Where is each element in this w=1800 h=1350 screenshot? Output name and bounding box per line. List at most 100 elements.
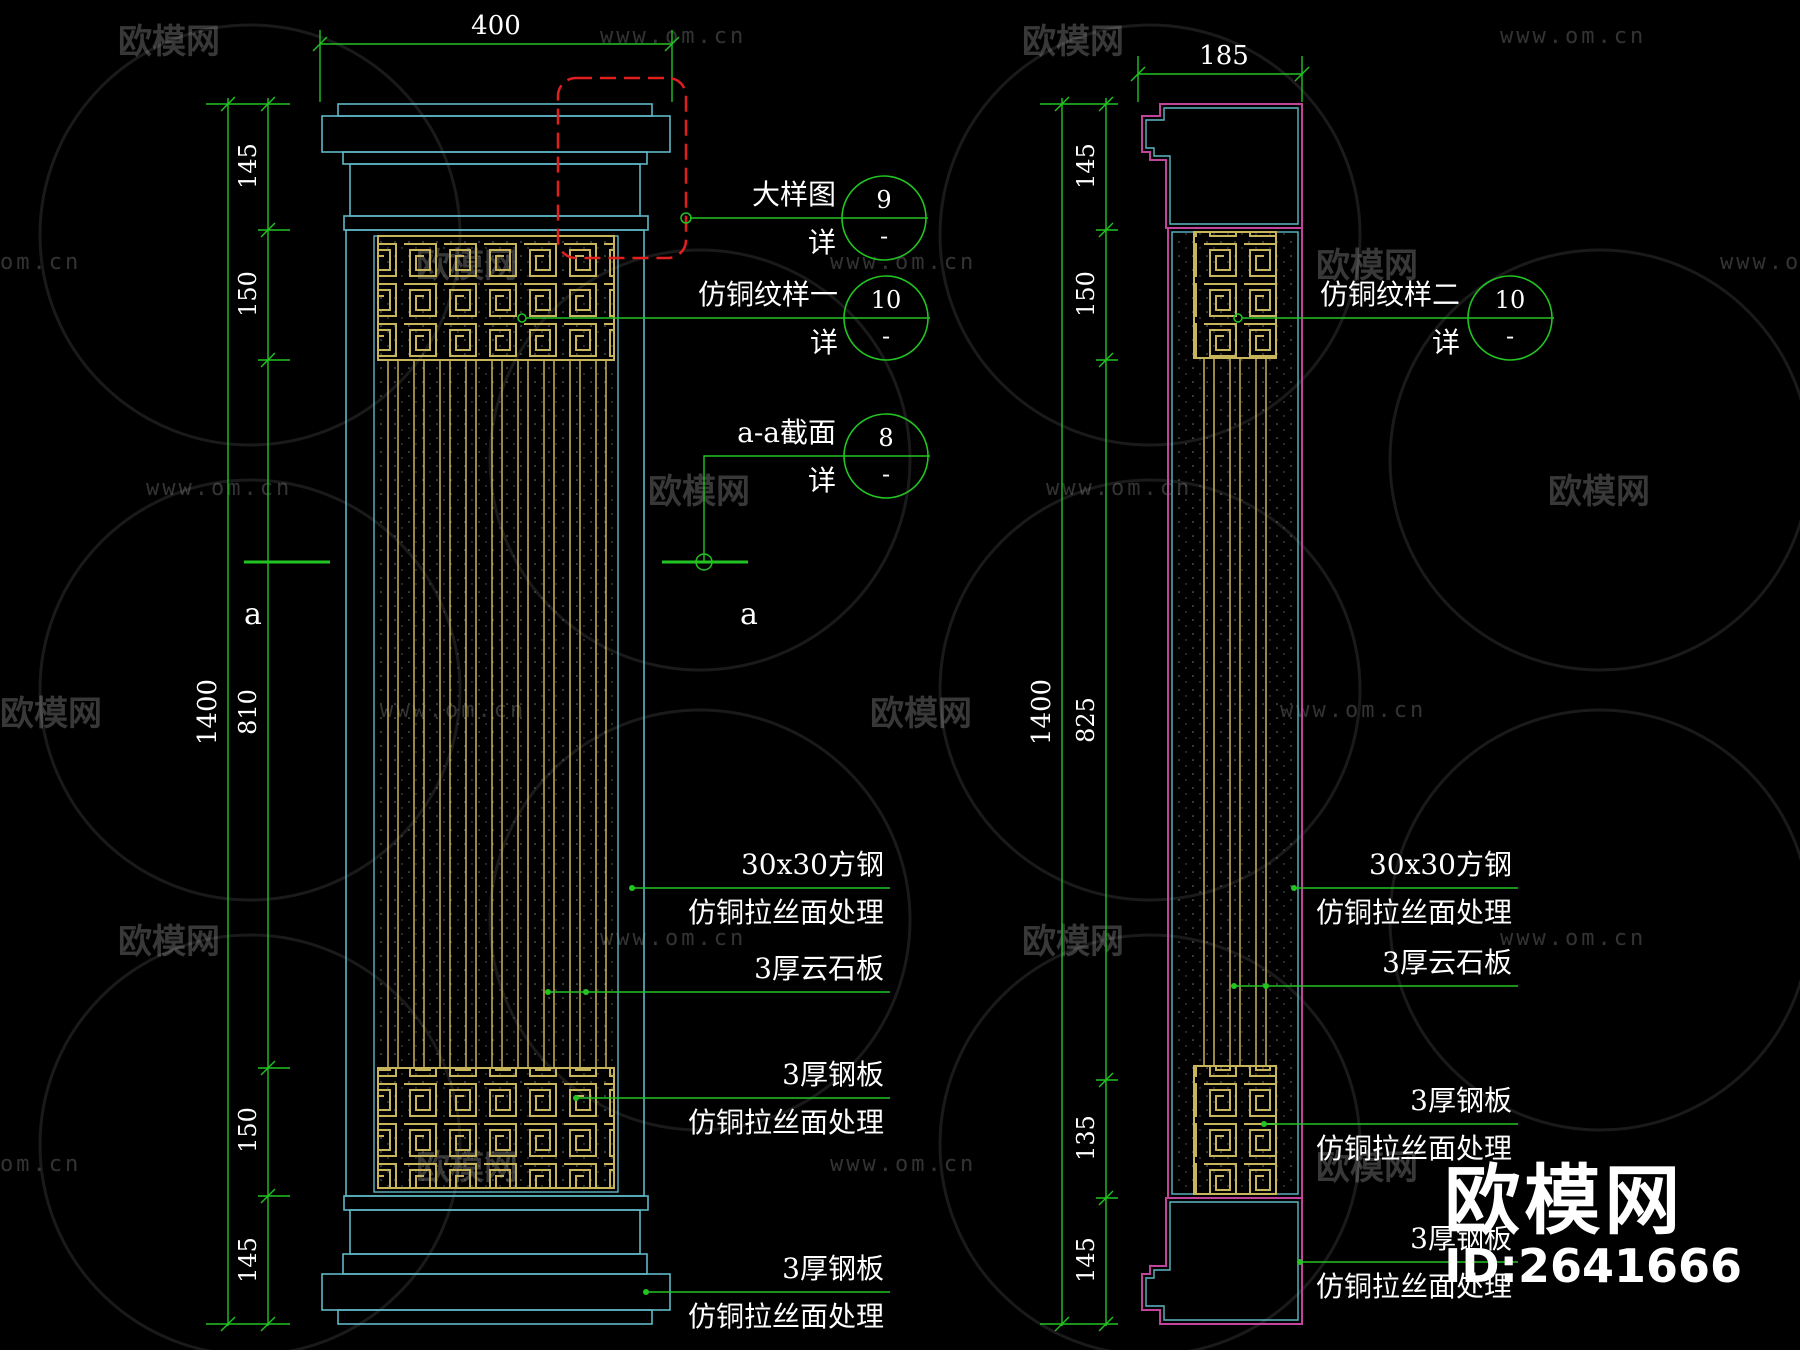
height-dimension-chain: [206, 96, 290, 1332]
material-note: 3厚云石板: [545, 952, 890, 995]
callout-number: 10: [1495, 286, 1526, 314]
watermark-url: om.cn: [0, 250, 82, 275]
callout-denominator: -: [880, 222, 888, 250]
note-line1: 30x30方钢: [741, 848, 884, 881]
callout-label: 大样图: [752, 178, 836, 211]
detail-callout: 10 - 仿铜纹样二 详: [1233, 275, 1554, 361]
column-shaft: [345, 229, 645, 1197]
callout-sub: 详: [810, 326, 838, 359]
section-callout: 8 - a-a截面 详: [695, 413, 930, 571]
note-line1: 3厚钢板: [782, 1252, 884, 1285]
note-line2: 仿铜拉丝面处理: [1316, 1132, 1512, 1165]
segment-dimension: 135: [1072, 1115, 1100, 1161]
watermark-url: www.om.cn: [1500, 926, 1647, 951]
watermark-url: www.om.cn: [146, 476, 293, 501]
segment-dimension: 810: [234, 689, 262, 735]
column-base: [321, 1195, 671, 1325]
callout-denominator: -: [1506, 322, 1514, 350]
note-line1: 3厚钢板: [1410, 1222, 1512, 1255]
dimension-line: [312, 30, 680, 102]
watermark-url: om.cn: [0, 1152, 82, 1177]
watermark-brand: 欧模网: [1548, 472, 1650, 512]
note-line1: 3厚钢板: [1410, 1084, 1512, 1117]
callout-denominator: -: [882, 460, 890, 488]
callout-number: 10: [871, 286, 902, 314]
watermark-brand: 欧模网: [118, 22, 220, 62]
segment-dimension: 825: [1072, 697, 1100, 743]
callout-denominator: -: [882, 322, 890, 350]
segment-dimension: 150: [234, 271, 262, 317]
material-note: 3厚钢板 仿铜拉丝面处理: [573, 1058, 890, 1139]
watermark-brand: 欧模网: [118, 922, 220, 962]
watermark-brand: 欧模网: [1022, 922, 1124, 962]
total-height-dimension: 1400: [193, 679, 223, 745]
section-mark-left: a: [244, 597, 262, 632]
material-note: 30x30方钢 仿铜拉丝面处理: [629, 848, 890, 929]
note-line1: 3厚钢板: [782, 1058, 884, 1091]
segment-dimension: 145: [234, 1237, 262, 1283]
material-note: 3厚钢板 仿铜拉丝面处理: [1261, 1084, 1518, 1165]
width-dimension: 185: [1199, 41, 1249, 71]
material-note: 3厚钢板 仿铜拉丝面处理: [1297, 1222, 1518, 1303]
total-height-dimension: 1400: [1027, 679, 1057, 745]
callout-number: 9: [876, 186, 891, 214]
segment-dimension: 145: [1072, 1237, 1100, 1283]
segment-dimension: 145: [234, 143, 262, 189]
detail-callout: 9 - 大样图 详: [680, 175, 928, 261]
segment-dimension: 150: [234, 1107, 262, 1153]
watermark-brand: 欧模网: [1316, 1148, 1418, 1188]
stamp-id: ID:2641666: [1444, 1238, 1742, 1293]
callout-number: 8: [878, 424, 893, 452]
stamp-logo: 欧模网: [1444, 1155, 1685, 1245]
watermark-url: www.om.cn: [830, 250, 977, 275]
watermark-url: www.om.cn: [1280, 698, 1427, 723]
height-dimension-chain: [1040, 96, 1118, 1332]
watermark-brand: 欧模网: [648, 472, 750, 512]
watermark-url: www.om.cn: [830, 1152, 977, 1177]
watermark-brand: 欧模网: [870, 694, 972, 734]
meander-pattern-top: [377, 235, 615, 361]
width-dimension: 400: [471, 11, 521, 41]
meander-pattern-top: [1193, 231, 1277, 359]
watermark-brand: 欧模网: [0, 694, 102, 734]
front-elevation: 400: [193, 11, 930, 1333]
callout-label: a-a截面: [737, 416, 836, 449]
column-flutes: [387, 360, 607, 1068]
meander-pattern-bottom: [377, 1067, 615, 1189]
note-line2: 仿铜拉丝面处理: [1316, 896, 1512, 929]
detail-callout-box: [556, 76, 688, 260]
note-line2: 仿铜拉丝面处理: [688, 1106, 884, 1139]
note-line2: 仿铜拉丝面处理: [1316, 1270, 1512, 1303]
watermark-url: www.om.cn: [600, 926, 747, 951]
material-note: 3厚钢板 仿铜拉丝面处理: [643, 1252, 890, 1333]
watermark-brand: 欧模网: [1022, 22, 1124, 62]
segment-dimension: 150: [1072, 271, 1100, 317]
callout-sub: 详: [1432, 326, 1460, 359]
dimension-line: [1130, 56, 1310, 102]
callout-sub: 详: [808, 226, 836, 259]
callout-label: 仿铜纹样二: [1320, 278, 1460, 311]
watermark-url: www.om.cn: [1720, 250, 1800, 275]
watermark-url: www.om.cn: [1046, 476, 1193, 501]
section-mark-right: a: [740, 597, 758, 632]
side-elevation: 185 1400 145 15: [1027, 41, 1554, 1332]
material-note: 30x30方钢 仿铜拉丝面处理: [1291, 848, 1518, 929]
material-note: 3厚云石板: [1231, 946, 1518, 989]
watermark-brand: 欧模网: [1316, 246, 1418, 286]
meander-pattern-bottom: [1193, 1065, 1277, 1195]
detail-callout: 10 - 仿铜纹样一 详: [517, 275, 930, 361]
note-line1: 30x30方钢: [1369, 848, 1512, 881]
note-line2: 仿铜拉丝面处理: [688, 1300, 884, 1333]
segment-dimension: 145: [1072, 143, 1100, 189]
note-line2: 仿铜拉丝面处理: [688, 896, 884, 929]
note-line1: 3厚云石板: [1382, 946, 1512, 979]
watermark-stamp: 欧模网 ID:2641666: [1444, 1155, 1742, 1294]
watermark-url: www.om.cn: [1500, 24, 1647, 49]
watermark-rings: [38, 23, 1800, 1350]
callout-sub: 详: [808, 464, 836, 497]
callout-label: 仿铜纹样一: [698, 278, 838, 311]
column-flutes: [1203, 358, 1267, 1066]
column-capital: [321, 103, 671, 231]
note-line1: 3厚云石板: [754, 952, 884, 985]
